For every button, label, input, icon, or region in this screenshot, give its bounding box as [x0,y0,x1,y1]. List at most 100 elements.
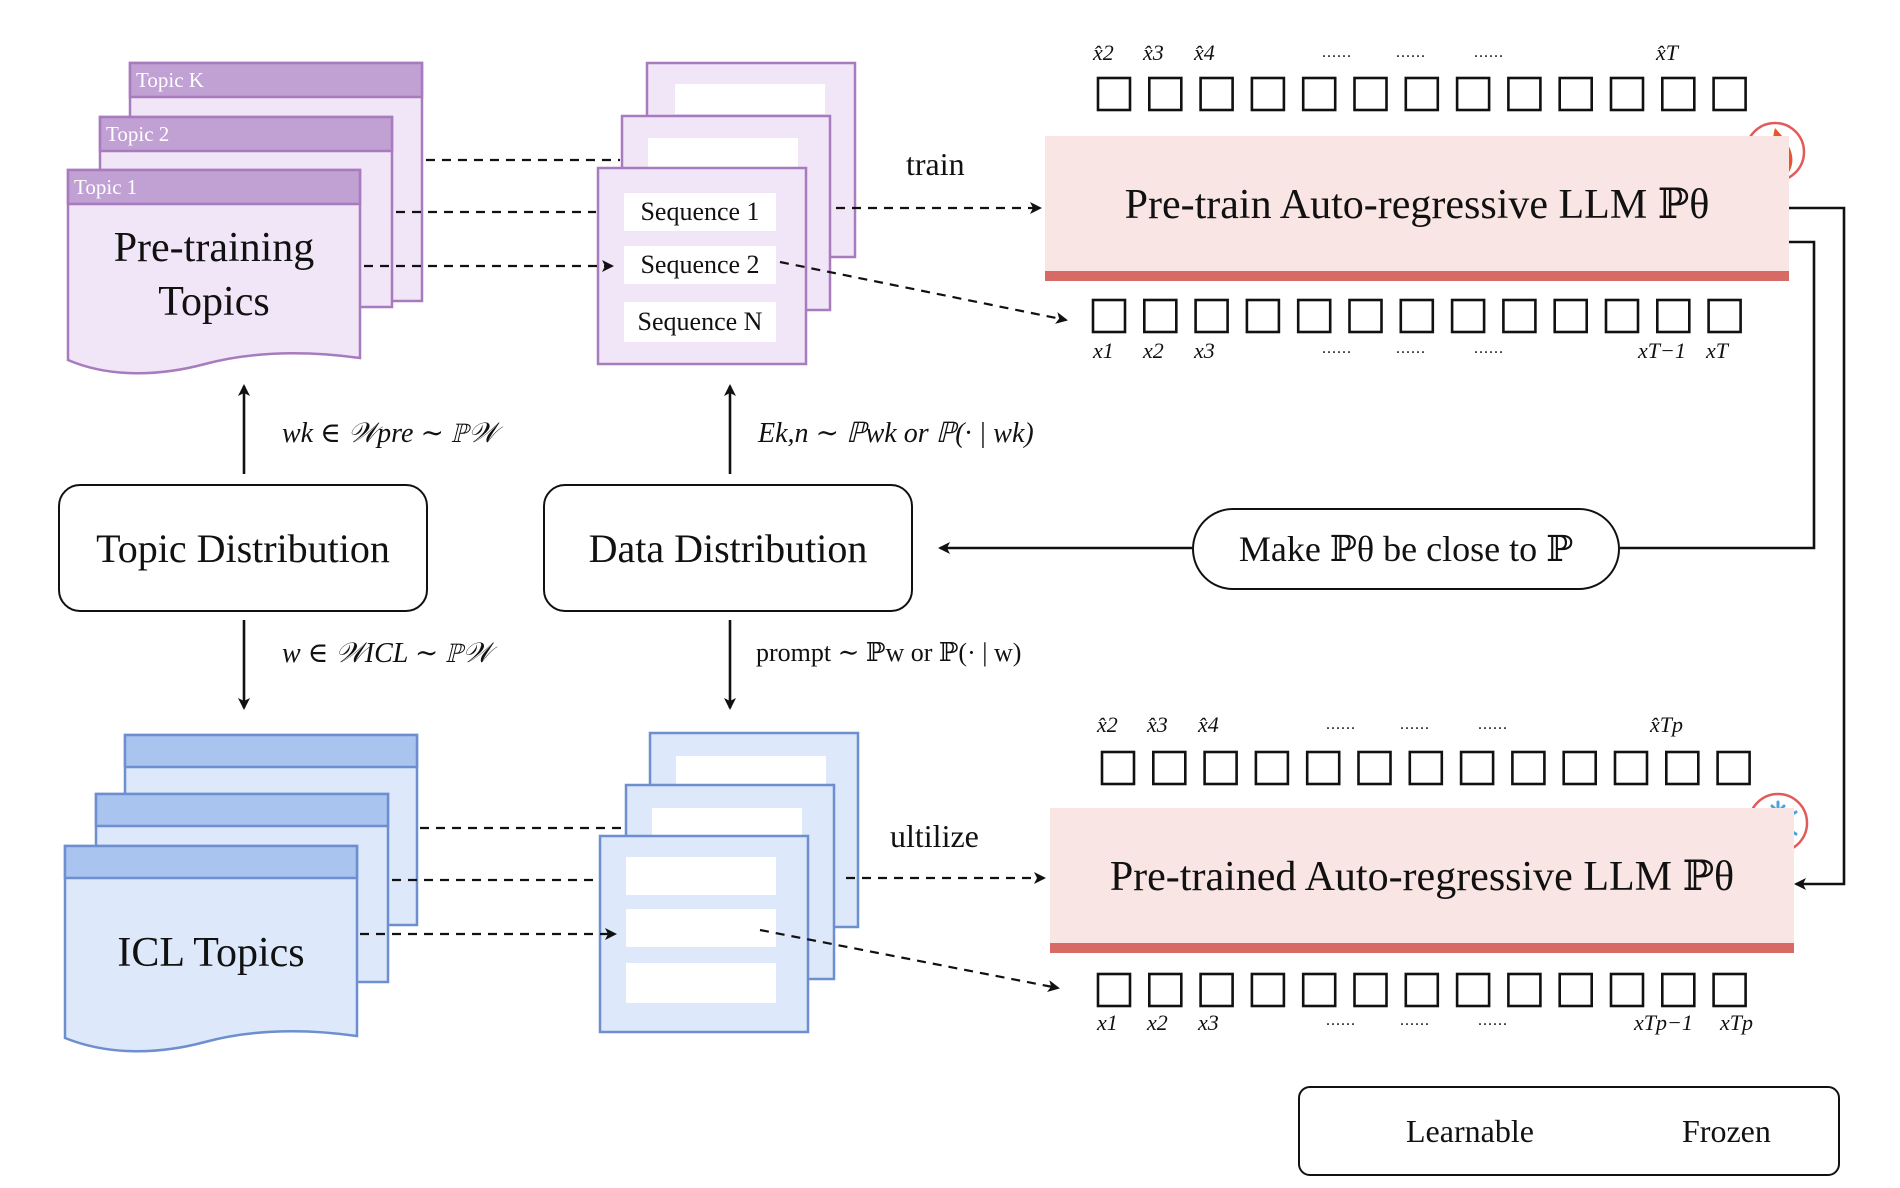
prompt-pages-stack [598,731,860,1034]
pretrain-llm-label: Pre-train Auto-regressive LLM ℙθ [1124,181,1710,228]
sequence-2: Sequence 2 [624,246,776,284]
top-output-label-xT: x̂T [1656,40,1678,65]
top-output-token-2 [1148,76,1183,112]
top-output-token-9 [1507,76,1542,112]
top-input-dots-3: ...... [1474,340,1504,357]
bottom-output-token-4 [1254,750,1290,786]
top-output-token-6 [1353,76,1388,112]
sequence-1: Sequence 1 [624,193,776,231]
bottom-input-token-5 [1301,972,1337,1008]
bottom-input-token-8 [1455,972,1491,1008]
bottom-input-tokens [1096,972,1747,1008]
bottom-output-dots-2: ...... [1400,716,1430,733]
bottom-input-token-3 [1199,972,1234,1008]
top-input-token-5 [1296,298,1332,334]
bottom-output-label-x3: x̂3 [1147,712,1168,737]
topic-distribution-label: Topic Distribution [96,525,390,571]
bottom-output-label-x2: x̂2 [1097,712,1118,737]
top-input-token-1 [1091,298,1127,334]
bottom-input-token-4 [1250,972,1286,1008]
solid-arrows [238,206,1846,890]
bottom-output-token-5 [1305,750,1341,786]
top-input-token-12 [1656,298,1691,334]
bottom-input-dots-3: ...... [1478,1012,1508,1029]
bottom-input-token-6 [1353,972,1388,1008]
bottom-input-label-xTp: xTp [1720,1010,1753,1035]
data-distribution-box: Data Distribution [543,484,913,612]
bottom-input-token-12 [1661,972,1696,1008]
pretraining-topics-title-line2: Topics [158,279,270,325]
legend-box [1298,1086,1840,1176]
pretraining-topics-stack [66,61,424,375]
wk-distribution-label: wk ∈ 𝒲pre ∼ ℙ𝒲 [282,418,498,449]
pretrained-llm-label: Pre-trained Auto-regressive LLM ℙθ [1109,853,1735,900]
top-output-token-10 [1558,76,1593,112]
icl-topics-stack [63,733,419,1053]
top-output-token-11 [1609,76,1645,112]
ekn-distribution-label: Ek,n ∼ ℙwk or ℙ(· | wk) [758,418,1034,449]
top-input-label-x2: x2 [1143,338,1164,363]
tab-topic-1: Topic 1 [74,175,138,199]
bottom-input-dots-1: ...... [1326,1012,1356,1029]
pretrained-llm-block: Pre-trained Auto-regressive LLM ℙθ [1050,808,1794,953]
top-input-token-6 [1348,298,1383,334]
top-input-label-xT: xT [1706,338,1728,363]
top-input-dots-1: ...... [1322,340,1352,357]
legend-learnable-label: Learnable [1406,1113,1534,1149]
top-output-token-5 [1301,76,1337,112]
bottom-input-token-10 [1558,972,1593,1008]
top-output-token-7 [1404,76,1440,112]
top-output-token-1 [1096,76,1132,112]
bottom-input-token-9 [1507,972,1542,1008]
utilize-label: ultilize [890,818,979,854]
top-output-tokens [1096,76,1747,112]
bottom-output-token-6 [1357,750,1392,786]
top-output-label-x2: x̂2 [1093,40,1114,65]
train-label: train [906,146,965,182]
bottom-input-label-xTp-1: xTp−1 [1634,1010,1693,1035]
bottom-output-tokens [1100,750,1751,786]
bottom-output-token-11 [1613,750,1649,786]
make-close-label: Make ℙθ be close to ℙ [1238,529,1574,569]
top-output-token-13 [1712,76,1747,112]
top-input-token-9 [1502,298,1537,334]
top-input-token-7 [1399,298,1435,334]
bottom-output-token-9 [1511,750,1546,786]
bottom-output-token-10 [1562,750,1597,786]
top-input-label-xT-1: xT−1 [1638,338,1686,363]
bottom-output-token-13 [1716,750,1751,786]
top-output-dots-2: ...... [1396,44,1426,61]
w-icl-distribution-label: w ∈ 𝒲ICL ∼ ℙ𝒲 [282,638,492,669]
bottom-input-token-11 [1609,972,1645,1008]
top-input-dots-2: ...... [1396,340,1426,357]
top-output-dots-3: ...... [1474,44,1504,61]
top-output-label-x3: x̂3 [1143,40,1164,65]
top-input-token-10 [1553,298,1588,334]
bottom-input-dots-2: ...... [1400,1012,1430,1029]
bottom-output-token-7 [1408,750,1444,786]
top-input-label-x3: x3 [1194,338,1215,363]
bottom-input-label-x1: x1 [1097,1010,1118,1035]
bottom-output-token-8 [1459,750,1495,786]
bottom-output-token-1 [1100,750,1136,786]
bottom-input-token-2 [1148,972,1183,1008]
icl-dashed-links [360,826,1060,992]
top-input-token-2 [1143,298,1178,334]
top-output-token-3 [1199,76,1234,112]
legend-frozen-label: Frozen [1682,1113,1771,1149]
top-input-token-4 [1245,298,1281,334]
tab-topic-k: Topic K [136,68,204,92]
top-input-token-3 [1194,298,1229,334]
bottom-input-label-x2: x2 [1147,1010,1168,1035]
top-input-token-13 [1707,298,1742,334]
prompt-distribution-label: prompt ∼ ℙw or ℙ(· | w) [756,638,1022,667]
bottom-output-dots-3: ...... [1478,716,1508,733]
tab-topic-2: Topic 2 [106,122,170,146]
data-distribution-label: Data Distribution [588,525,868,571]
bottom-input-token-13 [1712,972,1747,1008]
bottom-output-label-xTp: x̂Tp [1650,712,1683,737]
icl-topics-title: ICL Topics [117,930,305,976]
bottom-output-token-2 [1152,750,1187,786]
